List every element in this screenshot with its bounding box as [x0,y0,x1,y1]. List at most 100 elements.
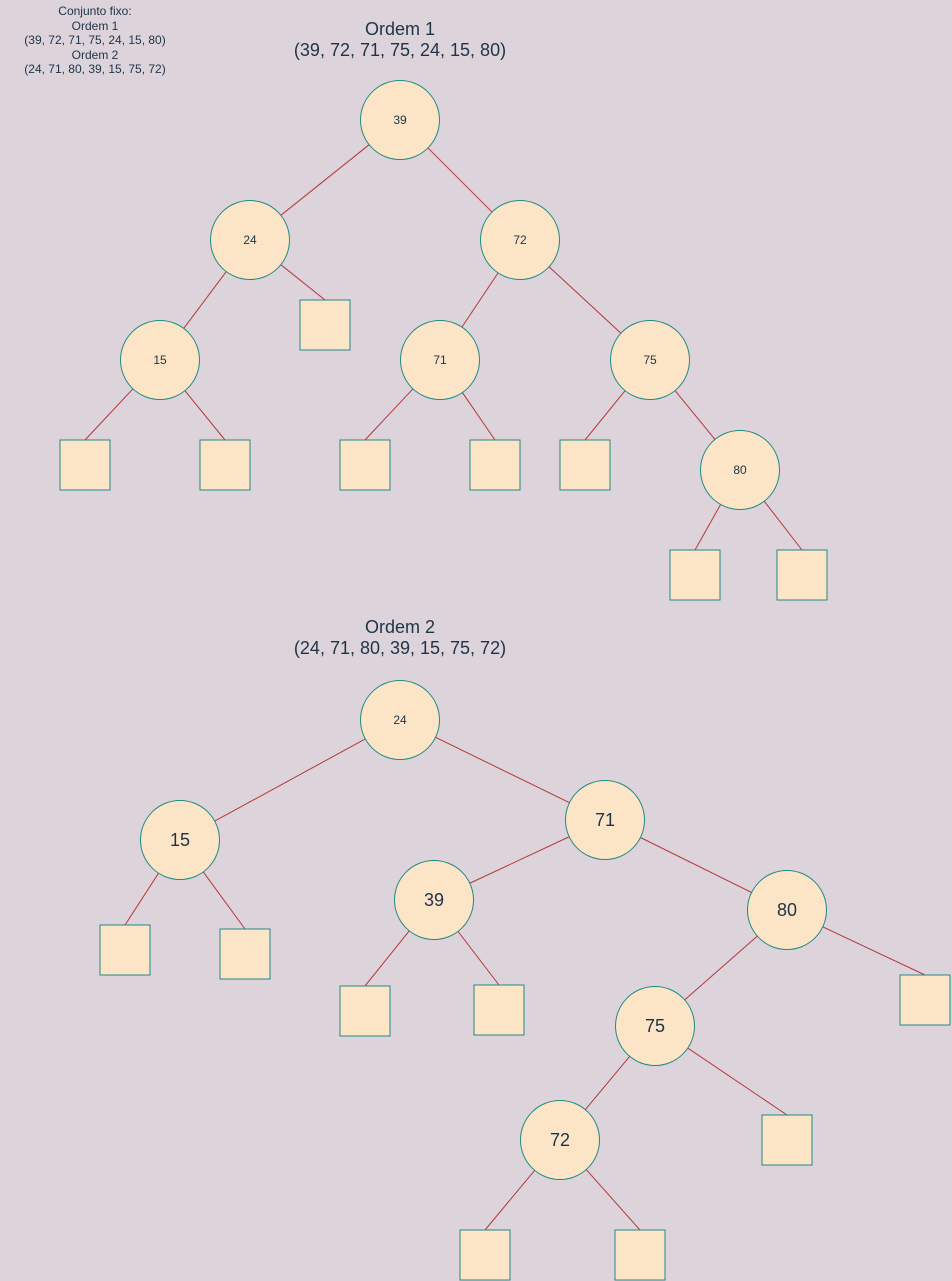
tree1-title-label: Ordem 1 [364,19,436,39]
tree2-title: Ordem 2 (24, 71, 80, 39, 15, 75, 72) [250,617,550,659]
tree1-edge-n75-s75l [584,390,626,441]
tree1-edge-n71-s71l [364,388,414,441]
tree1-leaf-80r [776,549,828,601]
fixed-set-note: Conjunto fixo: Ordem 1 (39, 72, 71, 75, … [0,4,190,77]
tree2-node-75-circle [615,986,695,1066]
tree1-edge-n15-s15r [184,390,226,441]
tree2-node-72-circle [520,1100,600,1180]
tree2-edge-n15-s15l [124,872,159,926]
tree2-edge-n80-s80r [822,926,926,976]
tree2-node-15-circle [140,800,220,880]
tree1-node-15: 15 [120,320,200,400]
tree2-node-75-label: 75 [645,1016,665,1036]
tree2-node-39-circle [394,860,474,940]
tree2-node-75: 75 [615,986,695,1066]
tree1-edge-n72-n75 [548,266,622,334]
tree2-title-sequence: (24, 71, 80, 39, 15, 75, 72) [293,638,507,658]
tree2-leaf-72r [614,1229,666,1281]
tree2-edge-n15-s15r [202,871,246,930]
tree2-node-24-label: 24 [393,713,407,727]
tree2-leaf-15r [219,928,271,980]
tree1-edge-n72-n71 [461,272,499,328]
tree2-title-label: Ordem 2 [364,617,436,637]
tree1-node-75: 75 [610,320,690,400]
tree2-leaf-75r [761,1114,813,1166]
note-heading: Conjunto fixo: [58,4,132,18]
tree1-leaf-71r [469,439,521,491]
tree1-leaf-15l [59,439,111,491]
tree1-edge-n75-n80 [674,390,716,440]
tree1-node-39: 39 [360,80,440,160]
tree2-edge-n24-n71 [435,736,570,804]
tree1-node-39-circle [360,80,440,160]
tree1-node-71-label: 71 [433,353,447,367]
tree2-node-72: 72 [520,1100,600,1180]
tree1-edge-n39-n72 [427,147,493,213]
tree2-node-80-label: 80 [777,900,797,920]
tree2-edge-n72-s72r [585,1169,641,1231]
tree1-node-75-label: 75 [643,353,657,367]
tree1-node-39-label: 39 [393,113,407,127]
tree2-edge-n75-n72 [584,1056,631,1110]
tree1-node-80: 80 [700,430,780,510]
tree1-leaf-75l [559,439,611,491]
tree2-node-15-label: 15 [170,830,190,850]
tree2-leaf-15l [99,924,151,976]
tree1-edge-n39-n24 [280,144,370,216]
tree1-leaf-80l [669,549,721,601]
note-order1-sequence: (39, 72, 71, 75, 24, 15, 80) [24,33,166,47]
tree1-node-15-label: 15 [153,353,167,367]
tree1-leaf-15r [199,439,251,491]
tree1-node-24-label: 24 [243,233,257,247]
tree2-node-15: 15 [140,800,220,880]
tree2-node-71: 71 [565,780,645,860]
tree2-node-80: 80 [747,870,827,950]
tree1-node-24-circle [210,200,290,280]
tree2-edge-n71-n80 [640,837,752,893]
tree2-edge-n39-s39r [457,931,500,986]
tree2-node-71-label: 71 [595,810,615,830]
tree1-leaf-71l [339,439,391,491]
note-order1-label: Ordem 1 [71,18,119,33]
tree2-edge-n24-n15 [214,738,366,822]
tree2-node-72-label: 72 [550,1130,570,1150]
tree1-title: Ordem 1 (39, 72, 71, 75, 24, 15, 80) [250,19,550,61]
tree1-node-72-label: 72 [513,233,527,247]
note-order2-label: Ordem 2 [71,47,119,62]
tree1-edge-n71-s71r [461,392,496,441]
tree2-node-71-circle [565,780,645,860]
tree1-title-sequence: (39, 72, 71, 75, 24, 15, 80) [293,40,507,60]
tree1-node-75-circle [610,320,690,400]
tree1-node-80-circle [700,430,780,510]
tree2-leaf-72l [459,1229,511,1281]
tree1-edge-n80-s80r [763,500,803,551]
tree1-node-72-circle [480,200,560,280]
tree2-node-39: 39 [394,860,474,940]
tree1-node-72: 72 [480,200,560,280]
tree1-node-24: 24 [210,200,290,280]
tree1-node-80-label: 80 [733,463,747,477]
tree1-leaf-24r [299,299,351,351]
tree2-leaf-80r [899,974,951,1026]
tree1-edge-n24-s24r [280,264,326,301]
tree2-node-80-circle [747,870,827,950]
tree1-edge-n80-s80l [694,504,722,551]
tree1-edge-n24-n15 [183,271,227,329]
tree1-edge-n15-s15l [84,388,134,441]
tree1-node-71-circle [400,320,480,400]
tree1-node-15-circle [120,320,200,400]
tree2-node-39-label: 39 [424,890,444,910]
tree2-leaf-39l [339,985,391,1037]
nodes: 39 24 72 15 71 75 80 24 15 71 39 80 75 72 [59,80,951,1281]
note-order2-sequence: (24, 71, 80, 39, 15, 75, 72) [24,62,166,76]
tree2-edge-n71-n39 [469,836,570,884]
tree2-leaf-39r [473,984,525,1036]
tree2-node-24-circle [360,680,440,760]
tree2-edge-n80-n75 [684,935,758,1001]
edges [84,144,926,1231]
tree2-edge-n75-s75r [687,1047,788,1116]
tree2-node-24: 24 [360,680,440,760]
tree2-edge-n39-s39l [364,930,410,987]
tree1-node-71: 71 [400,320,480,400]
